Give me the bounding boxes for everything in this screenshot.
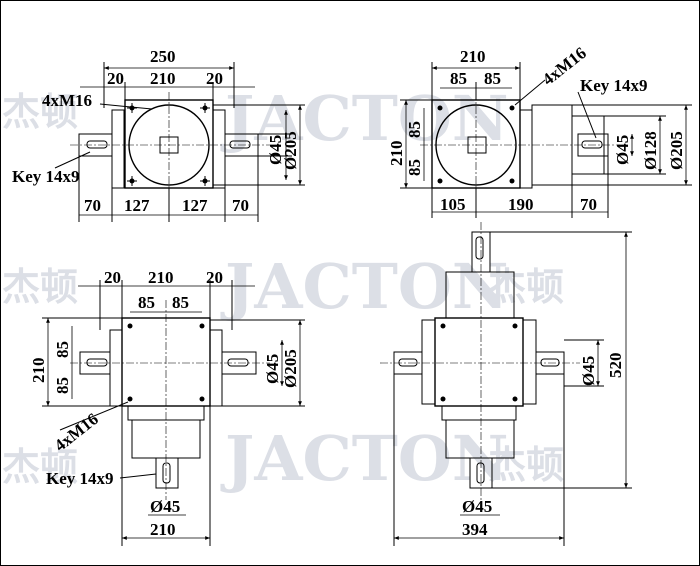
- watermark-cjk-3: 杰顿: [2, 444, 78, 489]
- tl-left-housing: [111, 109, 125, 189]
- tr-dim-pilot-dia: Ø128: [641, 131, 660, 170]
- bl-left-housing: [109, 329, 123, 407]
- tl-right-housing: [212, 109, 226, 189]
- br-main-body: [434, 317, 524, 407]
- tr-label-key: Key 14x9: [580, 76, 648, 95]
- bl-dim-base-width: 210: [150, 520, 176, 539]
- tl-dim-half-right: 127: [182, 196, 208, 215]
- tl-label-bolts: 4xM16: [42, 91, 92, 110]
- tr-dim-bolt-y2: 85: [405, 159, 424, 176]
- tr-dim-height: 210: [387, 141, 406, 167]
- tl-dim-flange-left: 20: [107, 69, 124, 88]
- bl-dim-bottom-shaft-dia: Ø45: [150, 497, 180, 516]
- tl-right-keyway: [229, 140, 251, 149]
- tl-bolt-holes: [127, 103, 210, 186]
- br-dim-shaft-dia: Ø45: [579, 356, 598, 386]
- tr-dim-bolt-x2: 85: [484, 69, 501, 88]
- bl-right-keyway: [227, 358, 249, 367]
- bl-dim-bolt-y2: 85: [53, 377, 72, 394]
- bl-dim-bolt-spacing: 210: [148, 268, 174, 287]
- br-bolt-holes: [440, 323, 518, 402]
- bl-label-key: Key 14x9: [46, 469, 114, 488]
- br-left-flange: [421, 319, 436, 405]
- br-left-keyway: [398, 358, 418, 367]
- br-right-flange: [522, 319, 537, 405]
- tl-label-key: Key 14x9: [12, 167, 80, 186]
- tr-dim-shaft-len: 70: [580, 195, 597, 214]
- br-bottom-keyway: [476, 462, 485, 484]
- tr-keyway: [581, 140, 603, 149]
- bl-right-housing: [209, 329, 223, 407]
- br-top-keyway: [475, 236, 484, 260]
- bl-lower-housing: [131, 419, 201, 459]
- bl-dim-bolt-x1: 85: [138, 293, 155, 312]
- tl-dim-flange-dia: Ø205: [281, 131, 300, 170]
- bl-dim-bolt-y1: 85: [53, 341, 72, 358]
- tl-dim-shaft-right: 70: [232, 196, 249, 215]
- br-dim-bottom-shaft-dia: Ø45: [462, 497, 492, 516]
- bl-dim-flange-dia: Ø205: [281, 349, 300, 388]
- watermark-cjk-1: 杰顿: [2, 89, 78, 134]
- tr-dim-shaft-dia: Ø45: [613, 135, 632, 165]
- bl-bolt-holes: [127, 323, 205, 402]
- br-dim-overall-height: 520: [606, 353, 625, 379]
- watermark-cjk-4: 杰顿: [488, 264, 564, 309]
- bl-dim-flange-left: 20: [104, 268, 121, 287]
- watermark-cjk-2: 杰顿: [2, 264, 78, 309]
- tl-dim-overall: 250: [150, 47, 176, 66]
- tl-dim-half-left: 127: [124, 196, 150, 215]
- view-bottom-right: Ø45 520 Ø45 394: [380, 222, 632, 546]
- tr-bolt-holes: [437, 105, 515, 184]
- tl-dim-shaft-dia: Ø45: [266, 135, 285, 165]
- tr-right-housing: [519, 109, 533, 189]
- tl-left-keyway: [86, 140, 108, 149]
- bl-bottom-shaft: [155, 457, 179, 489]
- bl-dim-flange-right: 20: [206, 268, 223, 287]
- bl-dim-bolt-x2: 85: [172, 293, 189, 312]
- br-right-keyway: [540, 358, 560, 367]
- bl-bottom-keyway: [162, 462, 171, 484]
- watermark-cjk-5: 杰顿: [488, 442, 564, 487]
- bl-dim-shaft-dia: Ø45: [263, 354, 282, 384]
- view-top-left: 250 20 210 20 4xM16 Key 14x9 70 127 127 …: [12, 47, 305, 222]
- bl-left-keyway: [86, 358, 108, 367]
- tr-dim-left-offset: 105: [440, 195, 466, 214]
- tl-dim-bolt-spacing: 210: [150, 69, 176, 88]
- tr-dim-flange-dia: Ø205: [667, 131, 686, 170]
- bl-dim-height: 210: [29, 358, 48, 384]
- watermark-logo-1: JACTON: [220, 82, 509, 155]
- watermark-logo-2: JACTON: [220, 250, 509, 323]
- tl-dim-shaft-left: 70: [84, 196, 101, 215]
- tr-dim-center-to-face: 190: [508, 195, 534, 214]
- tr-dim-width: 210: [460, 47, 486, 66]
- br-dim-overall-width: 394: [462, 520, 488, 539]
- tl-dim-flange-right: 20: [206, 69, 223, 88]
- tr-dim-bolt-x1: 85: [450, 69, 467, 88]
- br-lower-neck: [441, 405, 517, 421]
- tr-dim-bolt-y1: 85: [405, 121, 424, 138]
